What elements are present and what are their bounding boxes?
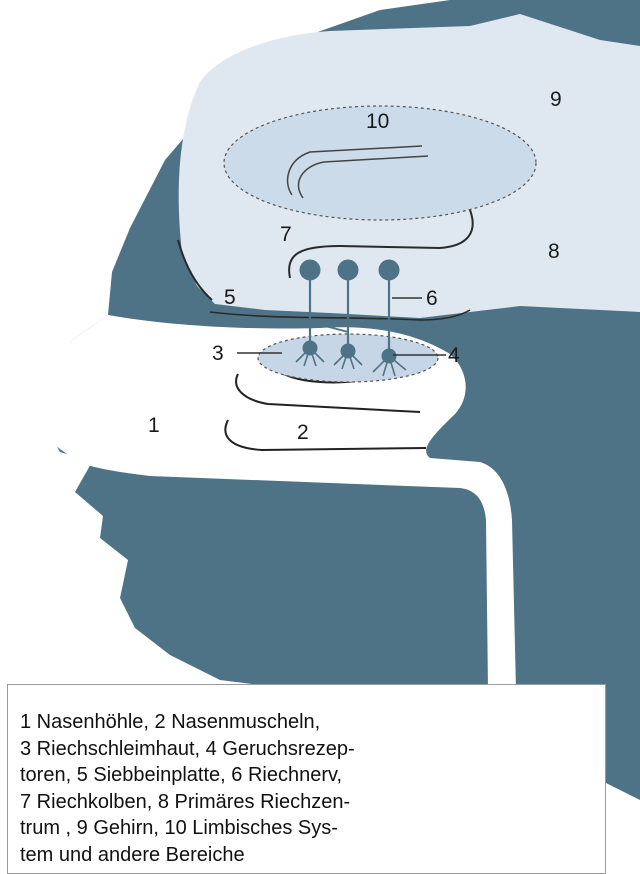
label-2: 2 <box>297 421 309 444</box>
label-7: 7 <box>280 223 292 246</box>
caption-line: tem und andere Bereiche <box>20 842 605 869</box>
label-3: 3 <box>212 342 224 365</box>
label-8: 8 <box>548 240 560 263</box>
caption-line: trum , 9 Gehirn, 10 Limbisches Sys- <box>20 815 605 842</box>
caption-line: 7 Riechkolben, 8 Primäres Riechzen- <box>20 789 605 816</box>
label-9: 9 <box>550 88 562 111</box>
label-6: 6 <box>426 287 438 310</box>
caption-box: 1 Nasenhöhle, 2 Nasenmuscheln, 3 Riechsc… <box>7 684 606 874</box>
label-5: 5 <box>224 286 236 309</box>
caption-line: 3 Riechschleimhaut, 4 Geruchsrezep- <box>20 736 605 763</box>
label-1: 1 <box>148 414 160 437</box>
caption-line: toren, 5 Siebbeinplatte, 6 Riechnerv, <box>20 762 605 789</box>
caption-line: 1 Nasenhöhle, 2 Nasenmuscheln, <box>20 709 605 736</box>
label-10: 10 <box>366 110 389 133</box>
label-4: 4 <box>448 344 460 367</box>
